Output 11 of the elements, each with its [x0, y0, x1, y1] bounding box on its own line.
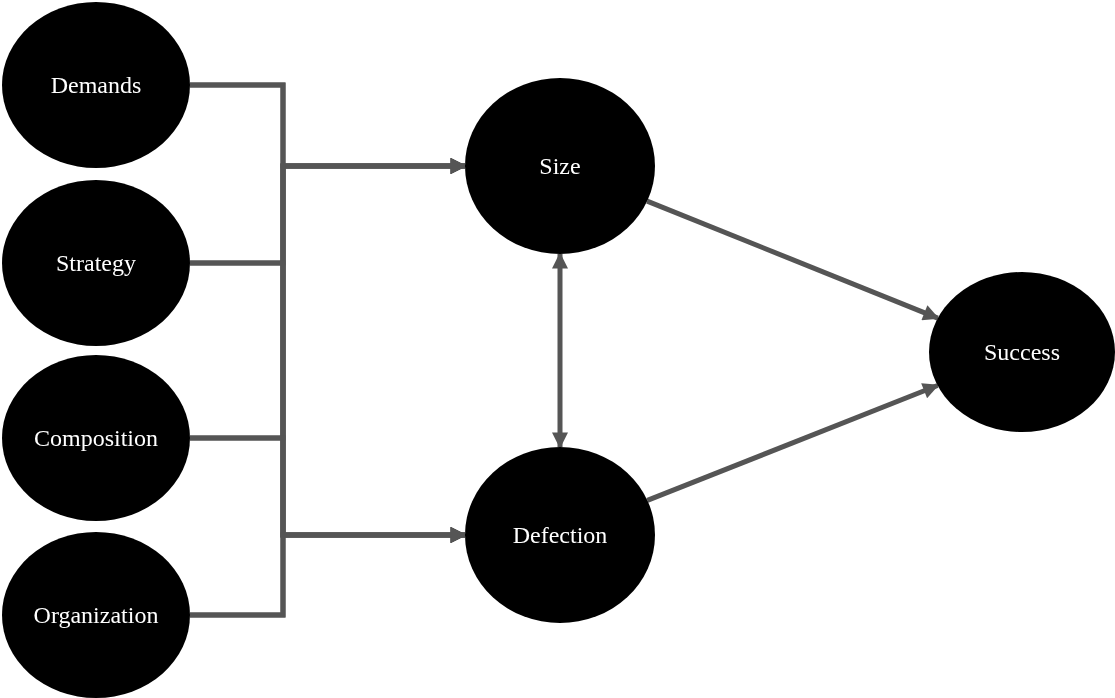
node-label: Composition: [34, 424, 158, 452]
node-label: Strategy: [56, 249, 136, 277]
arrow: [646, 198, 940, 321]
arrow: [190, 527, 467, 618]
node-label: Defection: [512, 521, 608, 549]
node-label: Organization: [33, 601, 159, 629]
arrow: [552, 252, 568, 449]
node-label: Demands: [50, 71, 142, 99]
node-label: Size: [539, 152, 581, 180]
arrow: [646, 383, 939, 503]
node-label: Success: [984, 338, 1060, 366]
